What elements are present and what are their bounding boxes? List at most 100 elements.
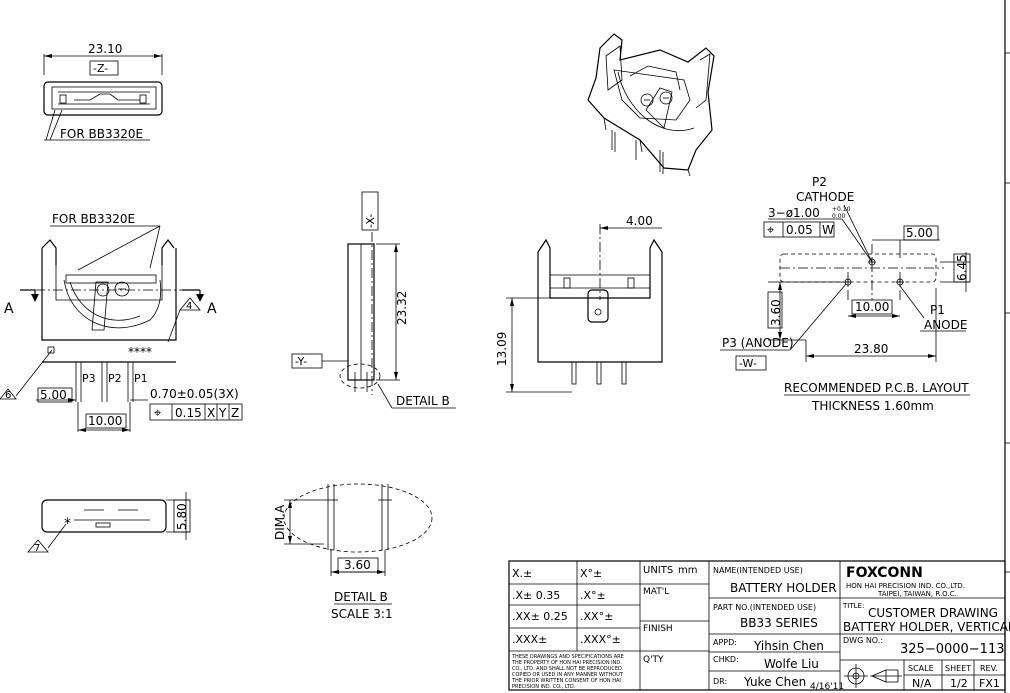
svg-text:Q'TY: Q'TY [643,655,664,665]
svg-text:MAT'L: MAT'L [643,587,669,597]
svg-text:mm: mm [678,565,697,576]
pcb-cathode: CATHODE [796,190,854,204]
pcb-p1: P1 [930,303,945,317]
pcb-layout: P2 CATHODE 3−ø1.00 +0.10 0.00 ⌖ 0.05 W 5… [720,175,971,413]
svg-text:UNITS: UNITS [643,565,673,576]
pcb-p3-anode: P3 (ANODE) [722,336,794,350]
svg-text:.XXX±: .XXX± [512,633,547,646]
side-height-dim: 23.32 [395,291,409,325]
drawing-number: 325−0000−113 [900,642,1005,657]
detail-scale: SCALE 3:1 [331,607,393,621]
detail-title: DETAIL B [334,590,388,604]
flag-4: 4 [186,301,192,312]
position-tolerance-icon: ⌖ [154,406,162,421]
svg-text:THESE DRAWINGS AND SPECIFICATI: THESE DRAWINGS AND SPECIFICATIONS ARE [511,654,624,660]
pcb-hole-note: 3−ø1.00 [768,206,820,220]
front-note: FOR BB3320E [52,212,135,226]
top-view: 23.10 -Z- FOR BB3320E [43,42,163,141]
front-fcf: ⌖ 0.15 X Y Z [149,403,243,421]
svg-text:Yihsin Chen: Yihsin Chen [753,639,824,653]
drawing-title-2: BATTERY HOLDER, VERTICAL [843,620,1010,634]
svg-text:COPIED OR USED IN ANY MANNER W: COPIED OR USED IN ANY MANNER WITHOUT [512,672,624,678]
svg-text:THE PRIOR WRITTEN CONSENT OF H: THE PRIOR WRITTEN CONSENT OF HON HAI [511,678,621,684]
top-note: FOR BB3320E [60,127,143,141]
pcb-title: RECOMMENDED P.C.B. LAYOUT [784,381,969,395]
bottom-dim-580: 5.80 [175,503,189,530]
svg-text:PRECISION IND. CO., LTD.: PRECISION IND. CO., LTD. [512,684,576,690]
end-view: 4.00 13.09 [495,214,663,393]
position-tolerance-icon: ⌖ [767,223,775,238]
drawing-title-1: CUSTOMER DRAWING [868,606,998,620]
flag-6: 6 [5,390,11,401]
svg-text:SCALE: SCALE [908,664,934,673]
title-block: X.± X°± .X± 0.35 .X°± .XX± 0.25 .XX°± .X… [508,560,1010,692]
disclaimer: THESE DRAWINGS AND SPECIFICATIONS ARE TH… [511,654,624,690]
flag-7: 7 [34,543,40,554]
detail-dim-360: 3.60 [344,558,371,572]
front-dim-500: 5.00 [40,388,67,402]
svg-text:TITLE:: TITLE: [842,602,864,610]
side-view: -X- 23.32 -Y- DETAIL B [291,191,456,409]
pin-p1: P1 [134,372,148,385]
svg-text:PART NO.(INTENDED USE): PART NO.(INTENDED USE) [713,603,816,612]
svg-text:1/2: 1/2 [950,677,968,690]
pin-dim: 0.70±0.05(3X) [150,387,239,401]
pin-p2: P2 [108,372,122,385]
svg-text:HON HAI PRECISION IND. CO.,LTD: HON HAI PRECISION IND. CO.,LTD. [846,582,965,590]
svg-text:.XXX°±: .XXX°± [580,633,621,646]
svg-text:Wolfe Liu: Wolfe Liu [764,657,819,671]
svg-text:0.15: 0.15 [175,406,202,420]
part-number: BB33 SERIES [740,616,818,630]
svg-text:N/A: N/A [912,677,932,690]
foxconn-logo: FOXCONN [846,565,923,581]
end-top-dim: 4.00 [626,214,653,228]
svg-text:NAME(INTENDED USE): NAME(INTENDED USE) [713,566,803,575]
end-height-dim: 13.09 [495,332,509,366]
pcb-dim-2380: 23.80 [854,342,888,356]
svg-text:0.00: 0.00 [832,213,846,220]
svg-text:+0.10: +0.10 [832,206,851,213]
svg-text:THE PROPERTY OF HON HAI PRECIS: THE PROPERTY OF HON HAI PRECISION IND. [511,660,622,666]
front-view: FOR BB3320E **** A A 4 6 [0,212,243,432]
part-name: BATTERY HOLDER [730,581,837,595]
svg-text:REV.: REV. [980,664,998,673]
section-a-left: A [4,301,14,317]
datum-y: -Y- [295,355,307,368]
bottom-view: * 5.80 7 [27,492,191,554]
svg-text:.X°±: .X°± [580,589,606,602]
datum-z: -Z- [93,62,108,75]
svg-text:DWG NO.:: DWG NO.: [843,636,883,645]
svg-text:X°±: X°± [580,567,602,580]
svg-text:.X± 0.35: .X± 0.35 [512,589,560,602]
detail-dim-a: DIM.A [273,504,287,540]
svg-text:X: X [207,406,215,420]
pcb-dim-500: 5.00 [906,226,933,240]
pcb-fcf: ⌖ 0.05 W [763,221,835,238]
pcb-dim-645: 6.45 [955,254,969,281]
datum-x: -X- [364,214,377,228]
front-stars: **** [128,345,152,359]
front-dim-1000: 10.00 [88,414,122,428]
detail-b: DIM.A 3.60 DETAIL B SCALE 3:1 [273,483,433,621]
top-width-dim: 23.10 [88,42,122,56]
svg-text:4/16'11: 4/16'11 [810,682,844,692]
pcb-dim-360: 3.60 [769,299,783,326]
svg-text:CO., LTD. AND SHALL NOT BE REP: CO., LTD. AND SHALL NOT BE REPRODUCED. [512,666,624,672]
svg-text:APPD:: APPD: [713,638,737,647]
pcb-p2: P2 [812,175,827,189]
svg-text:0.05: 0.05 [786,223,813,237]
section-a-right: A [207,301,217,317]
svg-text:FX1: FX1 [979,677,1000,690]
isometric-view [587,33,715,177]
svg-text:W: W [822,223,834,237]
datum-w: -W- [739,357,757,370]
svg-text:FINISH: FINISH [643,624,673,634]
svg-text:DR:: DR: [713,677,727,686]
svg-text:.XX°±: .XX°± [580,610,613,623]
pcb-dim-1000: 10.00 [855,300,889,314]
svg-text:.XX± 0.25: .XX± 0.25 [512,610,568,623]
svg-text:TAIPEI, TAIWAN, R.O.C.: TAIPEI, TAIWAN, R.O.C. [877,590,957,598]
svg-text:Yuke Chen: Yuke Chen [743,675,806,689]
pcb-thickness: THICKNESS 1.60mm [811,399,934,413]
